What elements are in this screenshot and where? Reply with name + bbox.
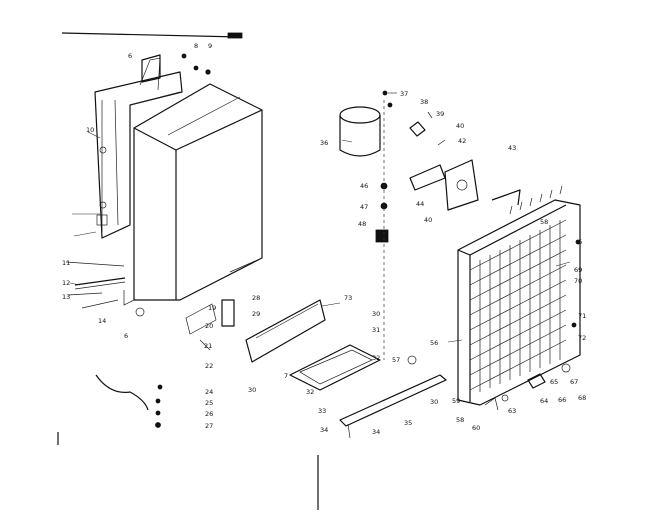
label-22: 22 [205, 362, 213, 370]
leader-lines [69, 92, 571, 343]
label-40b: 40 [424, 216, 432, 224]
label-42: 42 [458, 137, 466, 145]
label-58a: 58 [540, 218, 548, 226]
label-27: 27 [205, 422, 213, 430]
label-71: 71 [578, 312, 586, 320]
label-67: 67 [570, 378, 578, 386]
lower-bracket-assembly [185, 299, 326, 363]
label-32a: 32 [372, 354, 380, 362]
label-57: 57 [392, 356, 400, 364]
label-14: 14 [98, 317, 106, 325]
label-56: 56 [430, 339, 438, 347]
label-31: 31 [372, 326, 380, 334]
label-6b: 6 [124, 332, 128, 340]
label-33: 33 [318, 407, 326, 415]
label-19: 19 [208, 304, 216, 312]
label-38: 38 [420, 98, 428, 106]
label-21: 21 [204, 342, 212, 350]
label-39: 39 [436, 110, 444, 118]
label-25: 25 [205, 399, 213, 407]
label-66: 66 [558, 396, 566, 404]
label-6c: 6 [578, 238, 582, 246]
label-12: 12 [62, 279, 70, 287]
part-labels: 6 8 9 10 11 12 13 14 6 19 20 21 22 24 25… [62, 42, 586, 436]
label-43: 43 [508, 144, 516, 152]
label-7: 7 [284, 372, 288, 380]
label-46: 46 [360, 182, 368, 190]
label-58b: 58 [456, 416, 464, 424]
label-13: 13 [62, 293, 70, 301]
label-29: 29 [252, 310, 260, 318]
relay-parts [409, 111, 521, 211]
label-11: 11 [62, 259, 70, 267]
right-fasteners [484, 239, 581, 411]
label-60: 60 [472, 424, 480, 432]
power-cord [95, 374, 163, 428]
label-28: 28 [252, 294, 260, 302]
compressor [339, 90, 393, 157]
top-bracket [141, 53, 211, 83]
back-panel [94, 57, 183, 239]
label-35: 35 [404, 419, 412, 427]
label-34b: 34 [372, 428, 380, 436]
left-lower-parts [65, 261, 145, 317]
condenser [457, 185, 581, 406]
label-20: 20 [205, 322, 213, 330]
label-64: 64 [540, 397, 548, 405]
label-65: 65 [550, 378, 558, 386]
label-30b: 30 [372, 310, 380, 318]
label-63: 63 [508, 407, 516, 415]
label-32b: 32 [306, 388, 314, 396]
label-40a: 40 [456, 122, 464, 130]
label-9: 9 [208, 42, 212, 50]
label-6a: 6 [128, 52, 132, 60]
label-72: 72 [578, 334, 586, 342]
label-37: 37 [400, 90, 408, 98]
label-44: 44 [416, 200, 424, 208]
label-8: 8 [194, 42, 198, 50]
label-59: 59 [452, 397, 460, 405]
base-frame [289, 344, 447, 439]
label-70: 70 [574, 277, 582, 285]
label-26: 26 [205, 410, 213, 418]
label-36: 36 [320, 139, 328, 147]
small-fasteners [375, 100, 389, 360]
label-48: 48 [358, 220, 366, 228]
top-rule [61, 32, 241, 38]
cabinet [123, 83, 263, 306]
label-30c: 30 [430, 398, 438, 406]
label-69: 69 [574, 266, 582, 274]
corner-mark [227, 32, 243, 39]
label-68: 68 [578, 394, 586, 402]
label-30a: 30 [248, 386, 256, 394]
label-24: 24 [205, 388, 213, 396]
label-34a: 34 [320, 426, 328, 434]
label-73: 73 [344, 294, 352, 302]
label-47: 47 [360, 203, 368, 211]
label-10: 10 [86, 126, 94, 134]
